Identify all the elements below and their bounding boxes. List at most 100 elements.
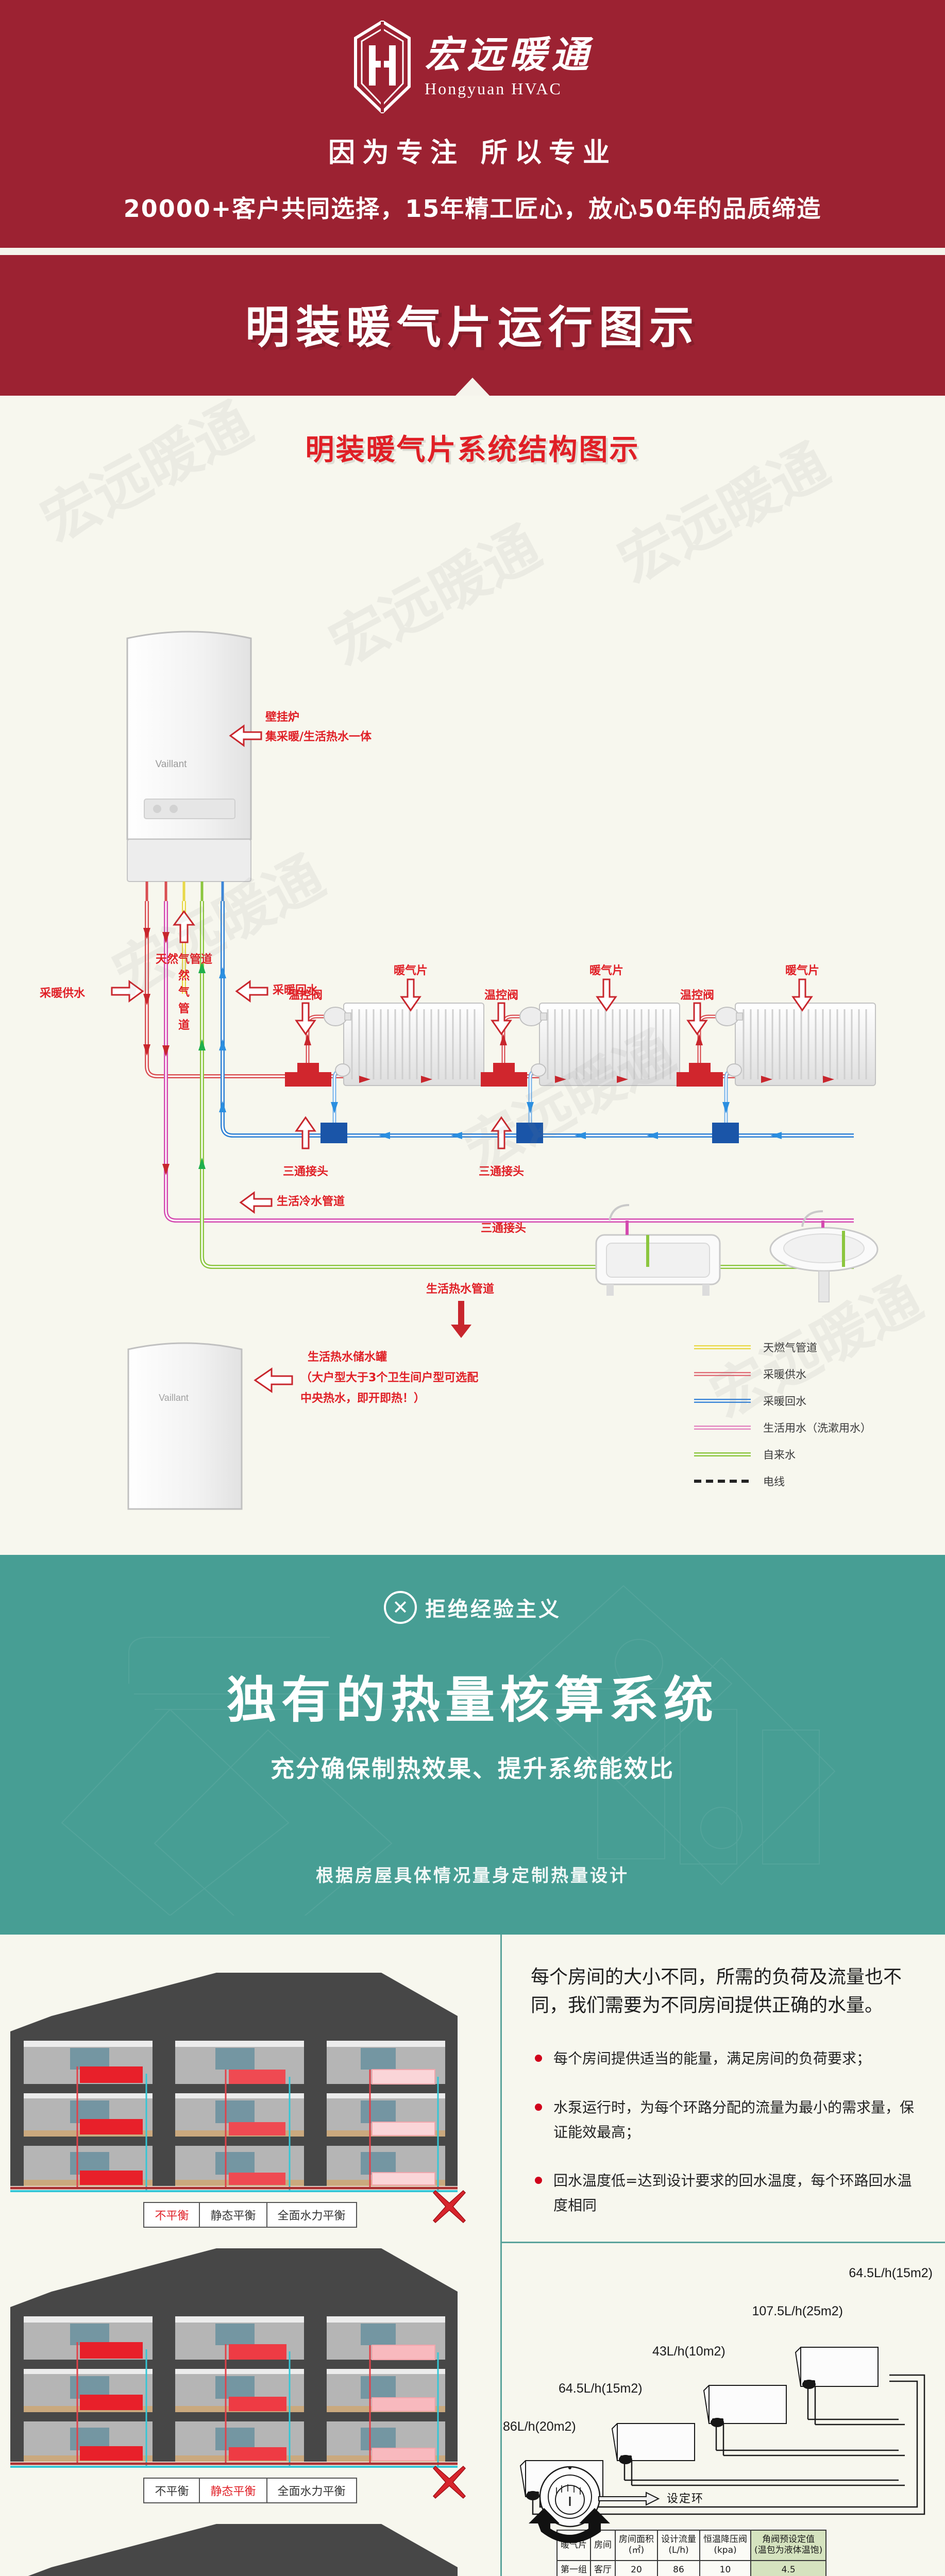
- building-static-balanced: 不平衡 静态平衡 全面水力平衡: [0, 2231, 500, 2503]
- cell: 第一组: [556, 2560, 591, 2576]
- x-circle-icon: ✕: [384, 1591, 417, 1624]
- svg-text:气: 气: [178, 986, 190, 999]
- thermostatic-valve-icon: [715, 1007, 739, 1026]
- label-thermo-valve-3: 温控阀: [680, 989, 714, 1002]
- arrow-down-icon: [596, 978, 617, 1012]
- banner-notch: [455, 378, 490, 396]
- label-thermo-valve-2: 温控阀: [484, 989, 518, 1002]
- flow-rate-schematic: 64.5L/h(15m2) 107.5L/h(25m2) 43L/h(10m2)…: [502, 2243, 945, 2576]
- radiator-group-1: 温控阀 暖气片: [285, 964, 484, 1143]
- label-boiler-1: 壁挂炉: [265, 710, 299, 724]
- teal-subheading: 充分确保制热效果、提升系统能效比: [271, 1755, 674, 1783]
- label-heating-supply: 采暖供水: [40, 987, 86, 1000]
- list-item: 每个房间提供适当的能量，满足房间的负荷要求；: [531, 2046, 916, 2071]
- svg-text:管: 管: [178, 1002, 190, 1015]
- svg-text:然: 然: [178, 969, 190, 982]
- flow-label: 86L/h(20m2): [503, 2419, 576, 2434]
- arrow-up-icon: [173, 910, 195, 943]
- diagram-legend: 天燃气管道 采暖供水 采暖回水 生活用水（洗漱用水）: [694, 1342, 871, 1488]
- list-item: 回水温度低=达到设计要求的回水温度，每个环路回水温度相同: [531, 2168, 916, 2218]
- balance-cell: 静态平衡: [199, 2202, 267, 2228]
- col-header-preset: 角阀预设定值(温包为液体温饱): [750, 2530, 827, 2561]
- table-header-row: 暖气片 房间 房间面积(㎡) 设计流量(L/h) 恒温降压阀(kpa) 角阀预设…: [556, 2530, 827, 2561]
- arrow-left-icon: [239, 1191, 273, 1214]
- teal-footer: 根据房屋具体情况量身定制热量设计: [316, 1866, 629, 1886]
- svg-text:Vaillant: Vaillant: [159, 1393, 189, 1403]
- wall-boiler-illustration: Vaillant: [126, 631, 252, 882]
- arrow-left-icon: [235, 980, 268, 1003]
- building-illustration-2: [10, 2248, 458, 2468]
- label-tee-joint-1: 三通接头: [283, 1165, 328, 1178]
- cell: 客厅: [590, 2560, 616, 2576]
- heat-calc-section: ✕ 拒绝经验主义 独有的热量核算系统 充分确保制热效果、提升系统能效比 根据房屋…: [0, 1555, 945, 1933]
- thermostatic-valve-icon: [519, 1007, 543, 1026]
- svg-text:道: 道: [178, 1019, 190, 1032]
- col-header-flow: 设计流量(L/h): [657, 2530, 700, 2561]
- brand-header: 宏远暖通 Hongyuan HVAC 因为专注 所以专业 20000+客户共同选…: [0, 0, 945, 248]
- arrow-left-icon: [229, 724, 262, 747]
- cross-mark-icon: [432, 2190, 466, 2224]
- cell: 20: [615, 2560, 658, 2576]
- cell: 86: [657, 2560, 700, 2576]
- system-schematic: Vaillant 壁挂炉 集采暖/生活热水一体: [40, 631, 879, 1510]
- diagram-title: 明装暖气片系统结构图示: [305, 433, 640, 467]
- teal-content: ✕ 拒绝经验主义 独有的热量核算系统 充分确保制热效果、提升系统能效比 根据房屋…: [0, 1591, 945, 1887]
- label-cold-water: 生活冷水管道: [277, 1195, 345, 1208]
- legend-label: 自来水: [763, 1449, 796, 1461]
- legend-label: 生活用水（洗漱用水）: [763, 1422, 871, 1434]
- arrow-down-solid-icon: [451, 1301, 471, 1338]
- label-radiator-1: 暖气片: [394, 964, 428, 977]
- explanation-column: 每个房间的大小不同，所需的负荷及流量也不同，我们需要为不同房间提供正确的水量。 …: [502, 1935, 945, 2576]
- label-tank-2: （大户型大于3个卫生间户型可选配: [300, 1371, 478, 1384]
- header-divider: [0, 248, 945, 255]
- label-tee-joint-3: 三通接头: [481, 1222, 526, 1235]
- header-slogan: 因为专注 所以专业: [328, 138, 617, 168]
- arrow-up-icon: [491, 1116, 512, 1149]
- flow-design-table: 暖气片 房间 房间面积(㎡) 设计流量(L/h) 恒温降压阀(kpa) 角阀预设…: [556, 2530, 827, 2576]
- label-hot-water: 生活热水管道: [426, 1282, 494, 1296]
- page-title: 明装暖气片运行图示: [245, 302, 700, 353]
- buildings-column: 不平衡 静态平衡 全面水力平衡: [0, 1935, 500, 2576]
- arrow-down-icon: [686, 1002, 708, 1036]
- label-heating-return-left: 采暖回水: [273, 984, 318, 997]
- tee-joint-blue-1: [320, 1123, 347, 1143]
- company-logo-icon: [353, 21, 411, 113]
- label-tee-joint-2: 三通接头: [479, 1165, 524, 1178]
- reject-label: 拒绝经验主义: [425, 1598, 561, 1621]
- hot-water-tank-illustration: Vaillant: [127, 1342, 243, 1510]
- table-row: 不平衡 静态平衡 全面水力平衡: [143, 2202, 357, 2228]
- label-radiator-2: 暖气片: [589, 964, 623, 977]
- balance-cell: 不平衡: [143, 2478, 200, 2503]
- arrow-down-icon: [491, 1002, 512, 1036]
- legend-item: 采暖供水: [694, 1368, 806, 1381]
- legend-item: 电线: [694, 1476, 785, 1488]
- building-illustration-1: [10, 1973, 458, 2192]
- label-gas-pipe-c1: 天然气管道: [156, 953, 212, 966]
- tee-joint-blue-3: [712, 1123, 739, 1143]
- cross-mark-icon: [432, 2465, 466, 2499]
- hydraulic-balance-section: 不平衡 静态平衡 全面水力平衡: [0, 1933, 945, 2576]
- col-header-area: 房间面积(㎡): [615, 2530, 658, 2561]
- vertical-divider: [500, 1935, 502, 2576]
- system-diagram-section: 宏远暖通 宏远暖通 宏远暖通 宏远暖通 宏远暖通 宏远暖通 明装暖气片系统结构图…: [0, 390, 945, 1555]
- legend-item: 采暖回水: [694, 1395, 806, 1408]
- flow-label: 64.5L/h(15m2): [849, 2266, 933, 2281]
- arrow-left-icon: [254, 1367, 293, 1393]
- flow-label: 107.5L/h(25m2): [752, 2304, 843, 2319]
- arrow-down-icon: [295, 1002, 316, 1036]
- legend-item: 天燃气管道: [694, 1342, 817, 1354]
- arrow-right-icon: [111, 980, 144, 1003]
- balance-cell: 全面水力平衡: [266, 2202, 357, 2228]
- label-boiler-2: 集采暖/生活热水一体: [265, 730, 372, 743]
- svg-text:Vaillant: Vaillant: [156, 759, 188, 770]
- tee-joint-blue-2: [516, 1123, 543, 1143]
- label-radiator-3: 暖气片: [785, 964, 819, 977]
- balance-cell: 静态平衡: [199, 2478, 267, 2503]
- legend-item: 自来水: [694, 1449, 796, 1461]
- legend-label: 天燃气管道: [763, 1342, 817, 1354]
- teal-background-pattern: [61, 1585, 836, 1916]
- table-row: 第一组 客厅 20 86 10 4.5: [556, 2560, 827, 2576]
- legend-label: 采暖供水: [763, 1368, 806, 1381]
- cell: 10: [699, 2560, 751, 2576]
